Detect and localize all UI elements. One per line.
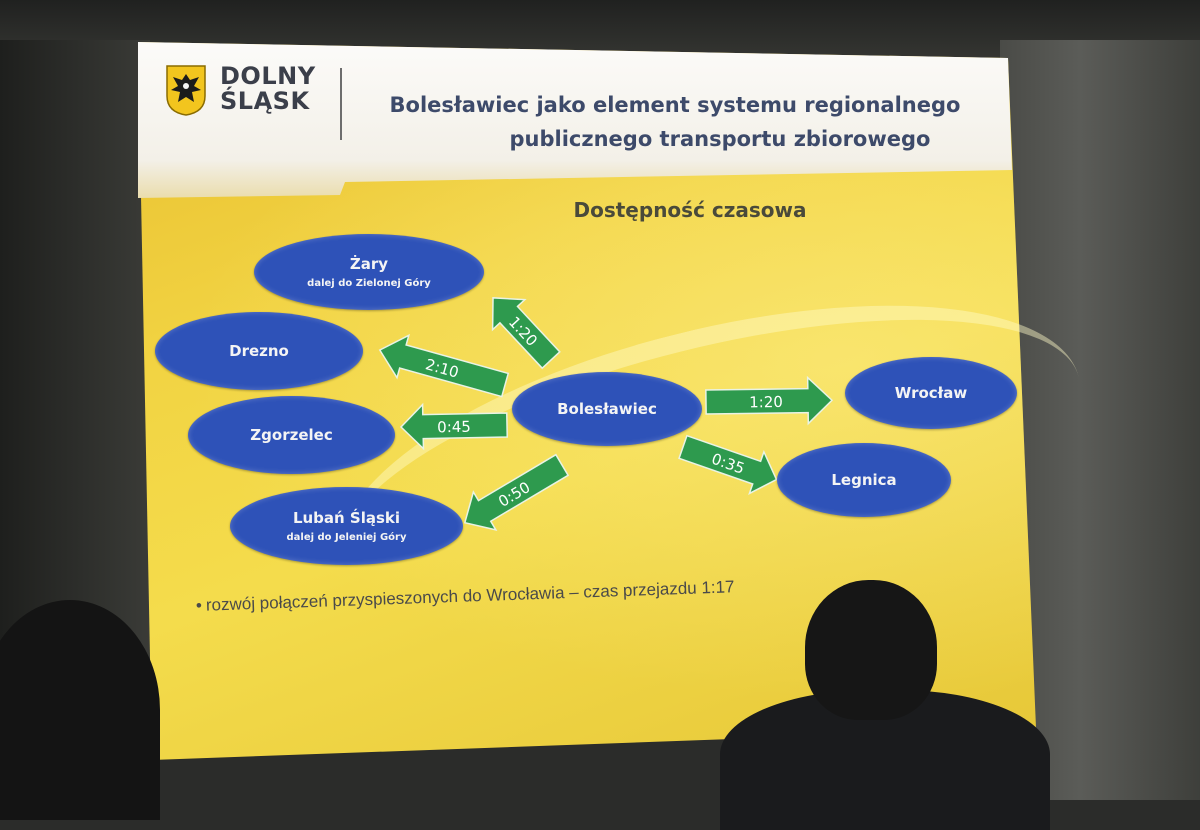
audience-silhouette-head xyxy=(805,580,937,720)
arrow-to-drezno: 2:10 xyxy=(378,333,510,398)
slide-title-line-2: publicznego transportu zbiorowego xyxy=(509,127,931,151)
time-label-zgorzelec: 0:45 xyxy=(437,418,471,437)
slide-header-band xyxy=(138,42,1012,198)
node-wroclaw-label: Wrocław xyxy=(894,384,968,402)
node-boleslawiec: Bolesławiec xyxy=(512,372,702,446)
time-label-wroclaw: 1:20 xyxy=(749,393,783,411)
arrow-to-legnica: 0:35 xyxy=(678,434,778,495)
node-zary: Żary dalej do Zielonej Góry xyxy=(254,234,484,310)
node-luban-sublabel: dalej do Jeleniej Góry xyxy=(286,532,407,543)
node-zgorzelec: Zgorzelec xyxy=(188,396,395,474)
slide-subtitle: Dostępność czasowa xyxy=(573,198,807,222)
brand-line-1: DOLNY xyxy=(220,62,316,90)
travel-time-arrows: 1:20 2:10 0:45 0:50 1:20 0:35 xyxy=(378,297,834,531)
node-luban: Lubań Śląski dalej do Jeleniej Góry xyxy=(230,487,463,565)
slide-title: Bolesławiec jako element systemu regiona… xyxy=(365,88,985,156)
node-drezno-label: Drezno xyxy=(229,342,289,360)
node-luban-label: Lubań Śląski xyxy=(292,509,401,527)
node-drezno: Drezno xyxy=(155,312,363,390)
node-zgorzelec-label: Zgorzelec xyxy=(250,426,333,444)
node-zary-sublabel: dalej do Zielonej Góry xyxy=(307,278,431,289)
brand-line-2: ŚLĄSK xyxy=(220,87,310,115)
node-boleslawiec-label: Bolesławiec xyxy=(557,400,657,418)
brand-wordmark: DOLNY ŚLĄSK xyxy=(220,64,316,114)
header-divider xyxy=(340,68,342,140)
node-zary-label: Żary xyxy=(349,255,389,273)
arrow-to-zgorzelec: 0:45 xyxy=(399,402,508,451)
arrow-to-luban: 0:50 xyxy=(463,453,570,531)
bullet-dot-icon: • xyxy=(195,595,203,615)
arrow-to-wroclaw: 1:20 xyxy=(705,375,834,426)
slide-title-line-1: Bolesławiec jako element systemu regiona… xyxy=(389,93,961,117)
node-legnica-label: Legnica xyxy=(831,471,897,489)
audience-silhouette-left xyxy=(0,600,160,820)
node-wroclaw: Wrocław xyxy=(845,357,1017,429)
coat-of-arms-eagle-icon xyxy=(166,65,206,116)
arrow-to-zary: 1:20 xyxy=(491,297,561,370)
node-legnica: Legnica xyxy=(777,443,951,517)
